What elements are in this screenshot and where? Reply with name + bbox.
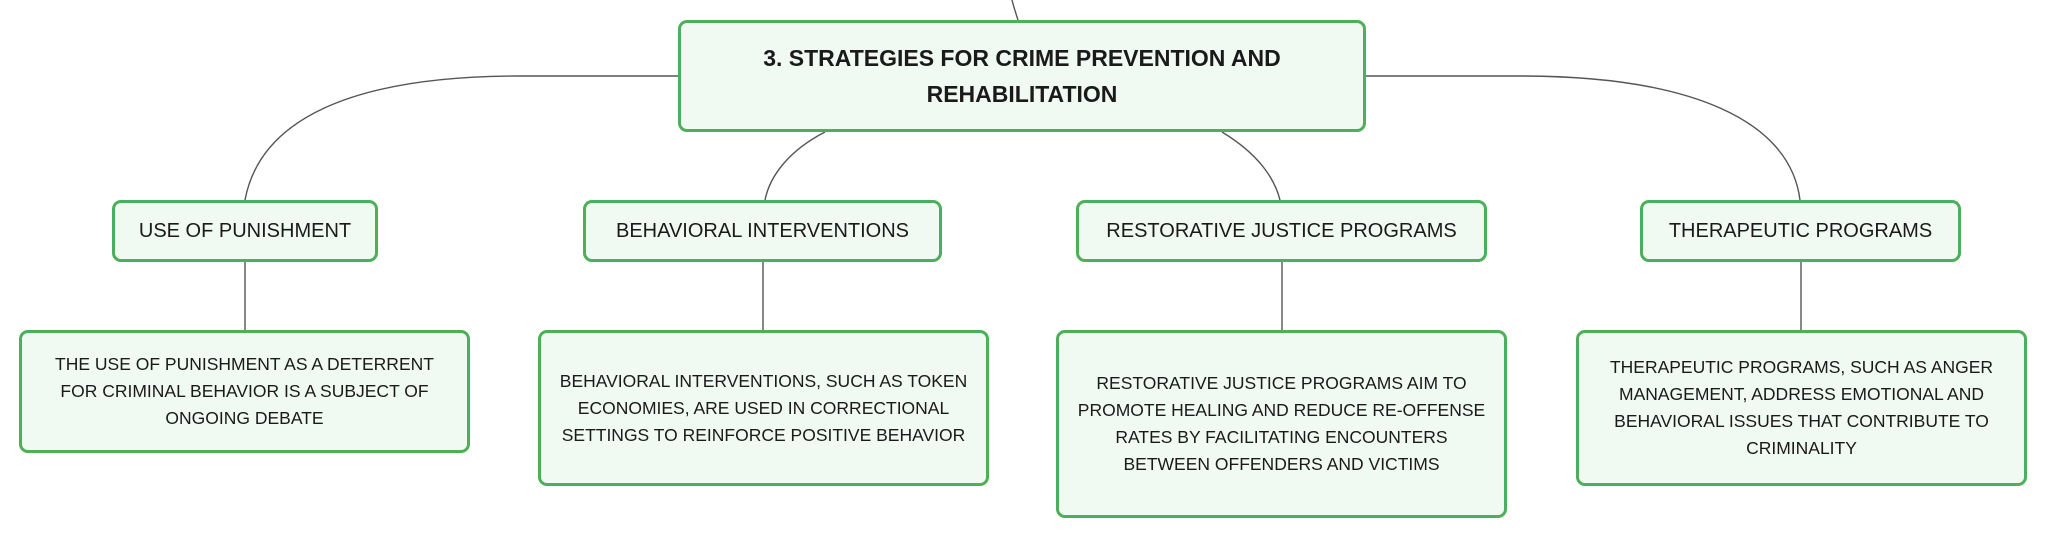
topic-node-label: RESTORATIVE JUSTICE PROGRAMS [1106, 220, 1457, 242]
topic-node-restorative-justice-programs[interactable]: RESTORATIVE JUSTICE PROGRAMS [1076, 200, 1487, 262]
topic-node-label: BEHAVIORAL INTERVENTIONS [615, 220, 910, 242]
detail-node-text: THE USE OF PUNISHMENT AS A DETERRENT FOR… [55, 354, 434, 428]
detail-node-use-of-punishment[interactable]: THE USE OF PUNISHMENT AS A DETERRENT FOR… [19, 330, 470, 453]
topic-node-therapeutic-programs[interactable]: THERAPEUTIC PROGRAMS [1640, 200, 1961, 262]
connector-root-to-restorative [1221, 131, 1281, 201]
detail-node-restorative-justice-programs[interactable]: RESTORATIVE JUSTICE PROGRAMS AIM TO PROM… [1056, 330, 1507, 518]
detail-node-behavioral-interventions[interactable]: BEHAVIORAL INTERVENTIONS, SUCH AS TOKEN … [538, 330, 989, 486]
connector-root-to-behavioral [764, 131, 826, 201]
detail-node-therapeutic-programs[interactable]: THERAPEUTIC PROGRAMS, SUCH AS ANGER MANA… [1576, 330, 2027, 486]
connector-root-to-therapeutic [1366, 75, 1801, 201]
root-node-label: 3. STRATEGIES FOR CRIME PREVENTION AND R… [763, 45, 1281, 107]
topic-node-behavioral-interventions[interactable]: BEHAVIORAL INTERVENTIONS [583, 200, 942, 262]
detail-node-text: RESTORATIVE JUSTICE PROGRAMS AIM TO PROM… [1077, 373, 1486, 474]
detail-node-text: THERAPEUTIC PROGRAMS, SUCH AS ANGER MANA… [1609, 357, 1994, 458]
root-node[interactable]: 3. STRATEGIES FOR CRIME PREVENTION AND R… [678, 20, 1366, 132]
detail-node-text: BEHAVIORAL INTERVENTIONS, SUCH AS TOKEN … [559, 370, 968, 445]
parent-connector [1011, 0, 1019, 21]
connector-root-to-punishment [244, 75, 678, 201]
topic-node-label: USE OF PUNISHMENT [138, 220, 352, 242]
topic-node-label: THERAPEUTIC PROGRAMS [1668, 220, 1933, 242]
topic-node-use-of-punishment[interactable]: USE OF PUNISHMENT [112, 200, 378, 262]
